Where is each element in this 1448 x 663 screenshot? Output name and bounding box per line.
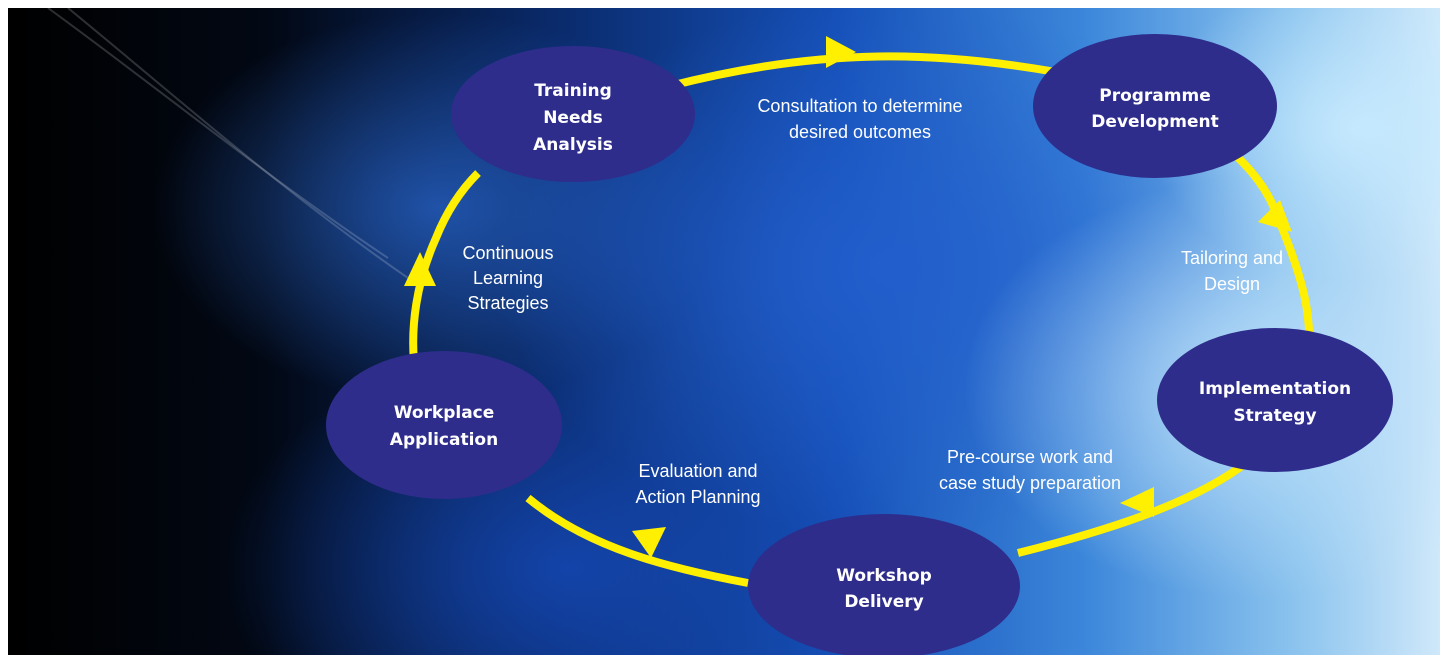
edge-label-line: desired outcomes: [789, 122, 931, 142]
edge-label-line: Pre-course work and: [947, 447, 1113, 467]
node-label-line: Needs: [543, 108, 603, 128]
node-training-needs-analysis: Training Needs Analysis: [451, 46, 695, 182]
node-workplace-application: Workplace Application: [326, 351, 562, 499]
diagram-canvas: Training Needs Analysis Programme Develo…: [8, 8, 1440, 655]
node-label-line: Delivery: [844, 592, 923, 612]
node-label-line: Workshop: [836, 566, 932, 586]
node-label-line: Implementation: [1199, 379, 1351, 399]
node-ellipse: [1157, 328, 1393, 472]
node-label-line: Programme: [1099, 86, 1211, 106]
node-ellipse: [451, 46, 695, 182]
node-label-line: Application: [390, 430, 498, 450]
training-cycle-diagram: Training Needs Analysis Programme Develo…: [47, 8, 1393, 655]
edge-label-continuous: Continuous Learning Strategies: [462, 243, 553, 313]
edge-label-line: Consultation to determine: [757, 96, 962, 116]
node-workshop-delivery: Workshop Delivery: [748, 514, 1020, 655]
arrowhead-bottom-left: [632, 527, 666, 558]
node-programme-development: Programme Development: [1033, 34, 1277, 178]
edge-label-line: Evaluation and: [638, 461, 757, 481]
edge-label-consultation: Consultation to determine desired outcom…: [757, 96, 962, 142]
node-label-line: Development: [1091, 112, 1218, 132]
edge-label-line: Continuous: [462, 243, 553, 263]
node-label-line: Training: [534, 81, 612, 101]
edge-label-line: Design: [1204, 274, 1260, 294]
edge-label-line: Action Planning: [635, 487, 760, 507]
light-streak: [47, 8, 389, 259]
edge-label-pre-course: Pre-course work and case study preparati…: [939, 447, 1121, 493]
edge-label-line: case study preparation: [939, 473, 1121, 493]
node-label-line: Workplace: [394, 403, 495, 423]
edge-label-tailoring: Tailoring and Design: [1181, 248, 1283, 294]
arrowhead-right: [1258, 200, 1292, 232]
arrowhead-left: [404, 252, 436, 286]
arrowhead-bottom-right: [1120, 487, 1154, 517]
node-label-line: Strategy: [1233, 406, 1316, 426]
edge-label-line: Strategies: [467, 293, 548, 313]
node-ellipse: [326, 351, 562, 499]
edge-label-line: Tailoring and: [1181, 248, 1283, 268]
edge-label-line: Learning: [473, 268, 543, 288]
light-streak: [67, 8, 409, 279]
node-ellipse: [1033, 34, 1277, 178]
edge-label-evaluation: Evaluation and Action Planning: [635, 461, 760, 507]
node-ellipse: [748, 514, 1020, 655]
node-label-line: Analysis: [533, 135, 613, 155]
node-implementation-strategy: Implementation Strategy: [1157, 328, 1393, 472]
arrowhead-top: [826, 36, 856, 68]
